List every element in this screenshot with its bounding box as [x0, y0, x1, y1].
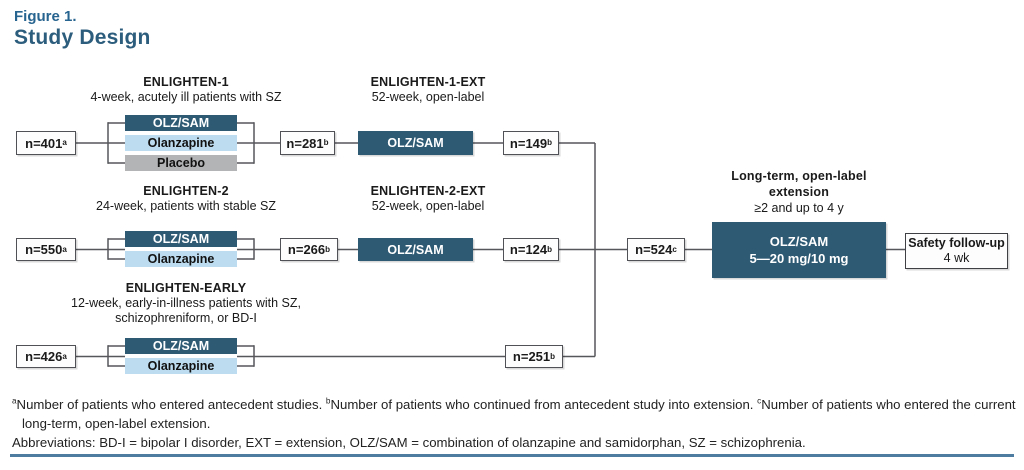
- safety-followup-label: Safety follow-up: [908, 236, 1005, 250]
- enlighten2-header: ENLIGHTEN-2 24-week, patients with stabl…: [26, 184, 346, 214]
- enlighten1-name: ENLIGHTEN-1: [143, 75, 229, 89]
- enlighten-early-description-line1: 12-week, early-in-illness patients with …: [71, 296, 301, 310]
- lte-duration: ≥2 and up to 4 y: [754, 201, 844, 215]
- arm-olzsam: OLZ/SAM: [125, 115, 237, 131]
- bottom-accent-rule: [10, 454, 1014, 457]
- n-value: n=524: [635, 242, 673, 257]
- enlighten1-header: ENLIGHTEN-1 4-week, acutely ill patients…: [26, 75, 346, 105]
- arm-placebo: Placebo: [125, 155, 237, 171]
- enlighten1-ext-header: ENLIGHTEN-1-EXT 52-week, open-label: [318, 75, 538, 105]
- arm-olanzapine: Olanzapine: [125, 358, 237, 374]
- enlighten2-ext-arm-box: OLZ/SAM: [358, 238, 473, 261]
- enlighten2-arm-stack: OLZ/SAM Olanzapine: [125, 231, 237, 267]
- safety-followup-duration: 4 wk: [943, 251, 970, 265]
- enlighten2-ext-name: ENLIGHTEN-2-EXT: [370, 184, 486, 198]
- enlighten1-ext-arm-box: OLZ/SAM: [358, 131, 473, 155]
- abbreviations-line: Abbreviations: BD-I = bipolar I disorder…: [12, 435, 806, 450]
- arm-olzsam: OLZ/SAM: [125, 231, 237, 247]
- arm-olanzapine: Olanzapine: [125, 251, 237, 267]
- arm-olzsam: OLZ/SAM: [125, 338, 237, 354]
- enlighten2-ext-description: 52-week, open-label: [371, 199, 485, 213]
- lte-title-line2: extension: [768, 185, 830, 199]
- long-term-extension-box: OLZ/SAM 5—20 mg/10 mg: [712, 222, 886, 278]
- long-term-extension-header: Long-term, open-label extension ≥2 and u…: [694, 168, 904, 216]
- enlighten2-ext-header: ENLIGHTEN-2-EXT 52-week, open-label: [318, 184, 538, 214]
- enlighten1-ext-description: 52-week, open-label: [371, 90, 485, 104]
- enlighten2-description: 24-week, patients with stable SZ: [96, 199, 276, 213]
- n-value: n=401: [25, 135, 63, 151]
- lte-title-line1: Long-term, open-label: [731, 169, 867, 183]
- enlighten1-arm-stack: OLZ/SAM Olanzapine Placebo: [125, 115, 237, 171]
- n-value: n=426: [25, 349, 63, 364]
- n-value: n=251: [512, 349, 551, 364]
- n-value: n=149: [509, 135, 548, 151]
- n-value: n=550: [25, 242, 63, 257]
- n-value: n=281: [286, 135, 324, 151]
- page-title: Study Design: [14, 26, 151, 49]
- enlighten1-description: 4-week, acutely ill patients with SZ: [90, 90, 282, 104]
- safety-followup-box: Safety follow-up 4 wk: [905, 233, 1008, 269]
- figure-label: Figure 1.: [14, 8, 77, 25]
- enlighten1-ext-name: ENLIGHTEN-1-EXT: [370, 75, 486, 89]
- lte-box-line2: 5—20 mg/10 mg: [749, 251, 849, 266]
- enlighten-early-description-line2: schizophreniform, or BD-I: [115, 311, 257, 325]
- arm-olanzapine: Olanzapine: [125, 135, 237, 151]
- enlighten-early-name: ENLIGHTEN-EARLY: [125, 281, 247, 295]
- n-value: n=266: [287, 242, 326, 257]
- lte-box-line1: OLZ/SAM: [769, 234, 829, 249]
- n-value: n=124: [509, 242, 548, 257]
- enlighten-early-header: ENLIGHTEN-EARLY 12-week, early-in-illnes…: [26, 281, 346, 326]
- footnote-notes: aNumber of patients who entered antecede…: [12, 396, 1016, 431]
- enlighten-early-arm-stack: OLZ/SAM Olanzapine: [125, 338, 237, 374]
- enlighten2-name: ENLIGHTEN-2: [143, 184, 229, 198]
